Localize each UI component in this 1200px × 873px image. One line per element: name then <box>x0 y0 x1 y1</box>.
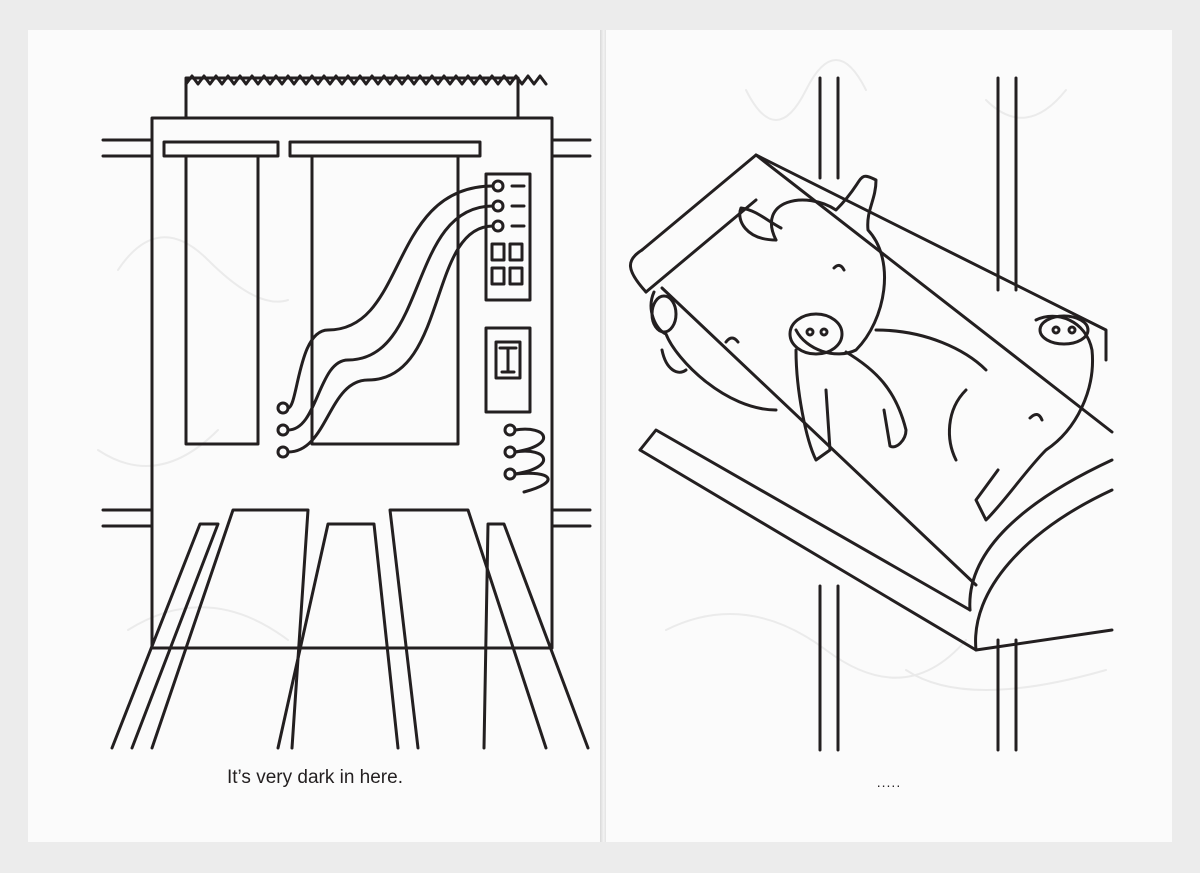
pig-illustration <box>649 290 778 412</box>
left-page-illustration <box>97 74 592 750</box>
machine-body <box>101 74 592 650</box>
pig-illustration <box>947 314 1095 522</box>
hanging-panels <box>162 140 482 446</box>
book-gutter <box>600 30 608 842</box>
left-page-caption: It’s very dark in here. <box>226 767 403 788</box>
support-posts <box>818 76 1018 752</box>
right-page: ..... <box>606 30 1172 842</box>
control-panel <box>484 172 532 414</box>
left-page: It’s very dark in here. <box>28 30 602 842</box>
cables <box>276 184 550 494</box>
show-through-lines <box>665 59 1107 691</box>
right-page-illustration <box>629 59 1114 752</box>
show-through-lines <box>97 236 289 641</box>
right-page-caption: ..... <box>876 774 902 790</box>
conveyor-rails <box>110 508 590 750</box>
trough <box>629 153 1114 652</box>
pig-illustration <box>738 174 988 462</box>
